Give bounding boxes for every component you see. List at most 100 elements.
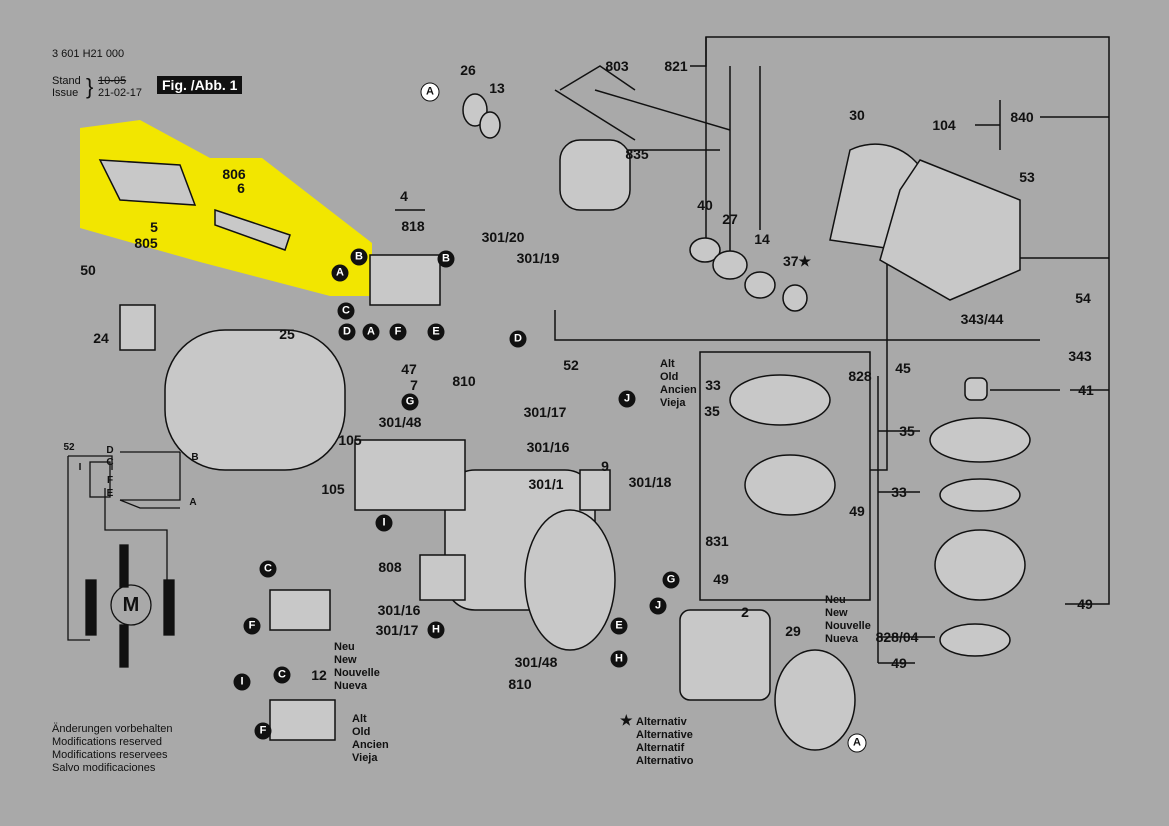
- part-number-label: 25: [279, 326, 295, 342]
- circuit-terminal-label: D: [106, 445, 114, 456]
- switch-carrier: [354, 439, 466, 511]
- connection-callout: J: [649, 597, 667, 615]
- note-text: New: [825, 607, 848, 619]
- note-text: Alternativo: [636, 755, 694, 767]
- connection-callout: A: [362, 323, 380, 341]
- ring-828-04: [939, 623, 1011, 657]
- connection-callout: D: [509, 330, 527, 348]
- ring-27: [712, 250, 748, 280]
- part-number-label: 810: [452, 373, 476, 389]
- brush-holder-12: [269, 589, 331, 631]
- part-number-label: 35: [704, 403, 720, 419]
- plug-805: [98, 159, 197, 206]
- armature-835: [559, 139, 631, 211]
- field-coil-2: [679, 609, 771, 701]
- figure-label: Fig. /Abb. 1: [157, 76, 243, 94]
- part-number-label: 301/16: [377, 602, 421, 618]
- circuit-terminal-label: B: [191, 452, 199, 463]
- part-number-label: 2: [741, 604, 749, 620]
- part-number-label: 301/19: [516, 250, 560, 266]
- connection-callout: C: [259, 560, 277, 578]
- connection-callout: H: [427, 621, 445, 639]
- part-number-label: 5: [150, 219, 158, 235]
- switch-4: [369, 254, 441, 306]
- gasket-35: [929, 417, 1031, 463]
- circuit-terminal-label: E: [106, 488, 114, 499]
- connection-callout: D: [338, 323, 356, 341]
- connection-callout: E: [610, 617, 628, 635]
- gear-housing: [879, 159, 1021, 301]
- bearing-13: [479, 111, 501, 139]
- connection-callout: G: [401, 393, 419, 411]
- ring-40: [689, 237, 721, 263]
- connection-callout: E: [427, 323, 445, 341]
- connection-callout: C: [337, 302, 355, 320]
- part-number-label: 41: [1078, 382, 1094, 398]
- part-number-label: 47: [401, 361, 417, 377]
- connection-callout: C: [273, 666, 291, 684]
- note-text: Änderungen vorbehalten: [52, 723, 173, 735]
- connection-callout: H: [610, 650, 628, 668]
- part-number-label: 35: [899, 423, 915, 439]
- part-number-label: 301/17: [523, 404, 567, 420]
- part-number-label: 301/16: [526, 439, 570, 455]
- note-text: Vieja: [660, 397, 686, 409]
- note-text: Alternatif: [636, 742, 685, 754]
- part-number-label: 840: [1010, 109, 1034, 125]
- gear-flange: [934, 529, 1026, 601]
- part-number-label: 33: [891, 484, 907, 500]
- leader-lines: [395, 36, 1110, 664]
- part-number-label: 6: [237, 180, 245, 196]
- note-text: Alt: [352, 713, 367, 725]
- bearing-41: [964, 377, 988, 401]
- cord-sleeve-806: [214, 208, 291, 251]
- part-number-label: 301/48: [378, 414, 422, 430]
- part-number-label: 40: [697, 197, 713, 213]
- circuit-terminal-label: 52: [63, 442, 75, 453]
- bearing-flange: [744, 454, 836, 516]
- part-number-label: 49: [1077, 596, 1093, 612]
- connection-callout: I: [375, 514, 393, 532]
- part-number-label: 49: [891, 655, 907, 671]
- bearing-14: [744, 271, 776, 299]
- part-number-label: 24: [93, 330, 109, 346]
- note-text: Alt: [660, 358, 675, 370]
- part-number-label: 45: [895, 360, 911, 376]
- issue-date: 21-02-17: [98, 87, 143, 99]
- part-number-label: 301/48: [514, 654, 558, 670]
- bearing-37: [782, 284, 808, 312]
- note-text: Neu: [825, 594, 846, 606]
- note-text: Nueva: [334, 680, 368, 692]
- issue-label: Issue: [52, 87, 79, 99]
- connection-callout: B: [437, 250, 455, 268]
- part-shapes: [98, 93, 1031, 751]
- brace: }: [86, 74, 94, 99]
- part-number-label: 13: [489, 80, 505, 96]
- part-number-label: 301/1: [528, 476, 564, 492]
- note-text: Salvo modificaciones: [52, 762, 156, 774]
- connection-callout: G: [662, 571, 680, 589]
- gasket-33: [729, 374, 831, 426]
- note-text: Ancien: [660, 384, 697, 396]
- highlight-region: [80, 120, 372, 296]
- note-text: Alternativ: [636, 716, 687, 728]
- part-number-label: 105: [338, 432, 362, 448]
- housing-front: [524, 509, 616, 651]
- part-number-label: 803: [605, 58, 629, 74]
- part-number-label: 4: [400, 188, 408, 204]
- note-text: Old: [660, 371, 679, 383]
- connection-callout: A: [331, 264, 349, 282]
- part-number-label: 9: [601, 458, 609, 474]
- note-text: Vieja: [352, 752, 378, 764]
- part-number-label: 301/17: [375, 622, 419, 638]
- part-number-label: 343: [1068, 348, 1092, 364]
- part-number-label: 26: [460, 62, 476, 78]
- part-number-label: 831: [705, 533, 729, 549]
